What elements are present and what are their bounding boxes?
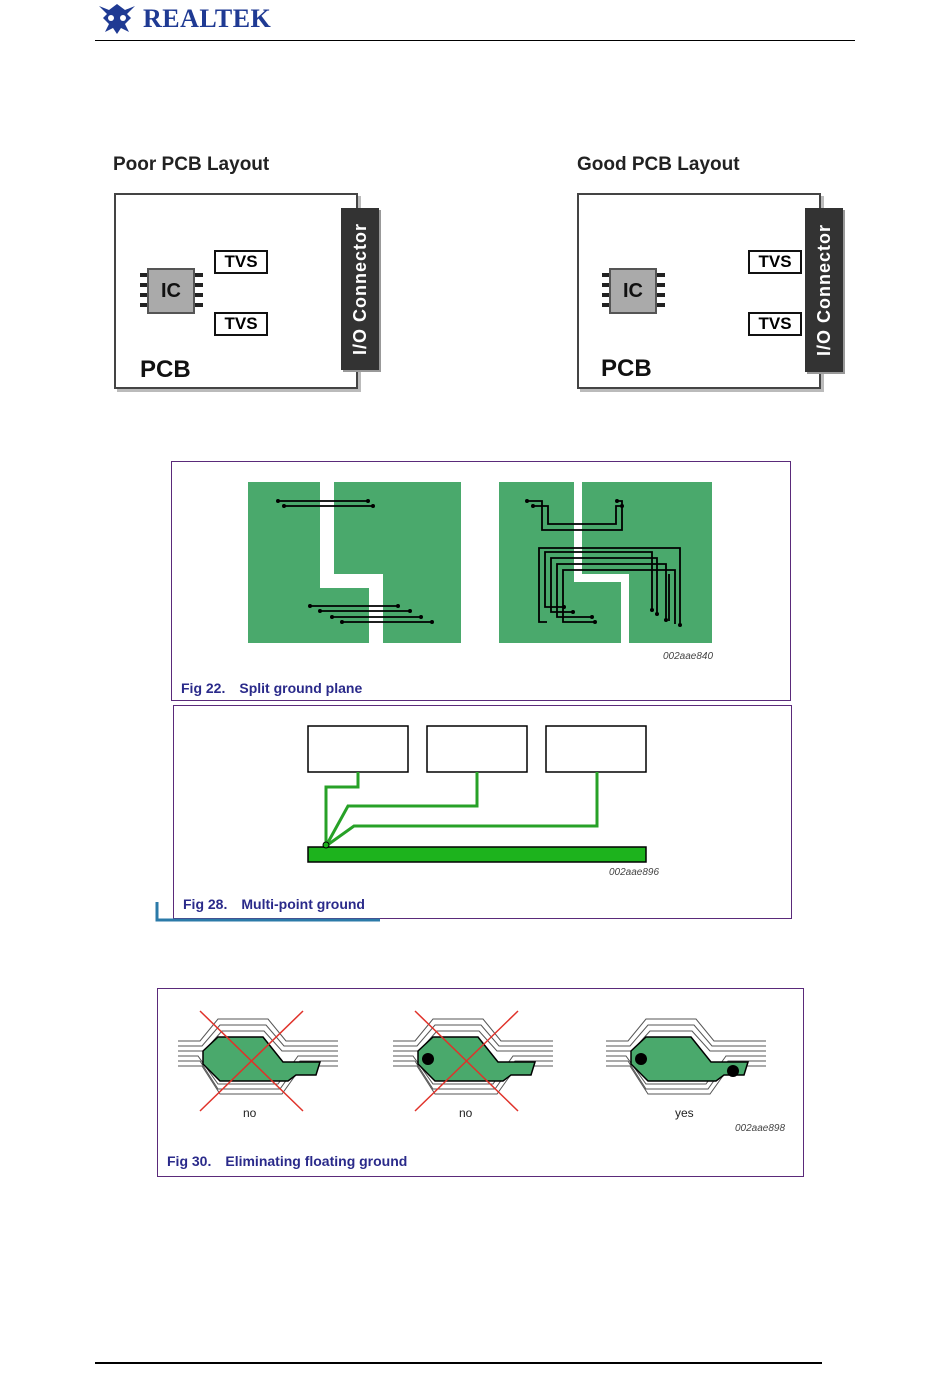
fig28-underline-accent [155, 900, 385, 925]
brand-name: REALTEK [143, 4, 271, 34]
poor-ic-label: IC [147, 268, 195, 314]
good-layout-title: Good PCB Layout [577, 154, 740, 176]
poor-layout-title: Poor PCB Layout [113, 154, 269, 176]
fig22-number: Fig 22. [181, 680, 225, 696]
good-ic-label: IC [609, 268, 657, 314]
fig30-case-no-2 [393, 1011, 553, 1111]
fig30-label-1: no [243, 1106, 256, 1120]
split-ground-plane-diagram [172, 462, 790, 662]
fig22-title: Split ground plane [239, 680, 362, 696]
good-tvs-bottom: TVS [748, 312, 802, 336]
fig22-frame: 002aae840 Fig 22. Split ground plane [171, 461, 791, 701]
fig28-frame: 002aae896 Fig 28.Multi-point ground [173, 705, 792, 919]
header-rule [95, 40, 855, 41]
good-io-connector-label: I/O Connector [814, 218, 835, 362]
fig30-code: 002aae898 [735, 1123, 785, 1134]
poor-io-connector: I/O Connector [341, 208, 379, 370]
poor-io-connector-label: I/O Connector [350, 218, 371, 360]
good-io-connector: I/O Connector [805, 208, 843, 372]
multi-point-ground-diagram [174, 706, 791, 876]
fig30-title: Eliminating floating ground [225, 1153, 407, 1169]
realtek-logo-icon [95, 2, 141, 38]
fig30-label-3: yes [675, 1106, 694, 1120]
footer-rule [95, 1362, 822, 1364]
fig22-caption: Fig 22. Split ground plane [181, 680, 362, 696]
fig22-code: 002aae840 [663, 651, 713, 662]
poor-tvs-top: TVS [214, 250, 268, 274]
fig30-frame: no no yes 002aae898 Fig 30. Eliminating f… [157, 988, 804, 1177]
fig30-number: Fig 30. [167, 1153, 211, 1169]
fig30-caption: Fig 30. Eliminating floating ground [167, 1153, 407, 1169]
good-tvs-top: TVS [748, 250, 802, 274]
poor-pcb-label: PCB [140, 356, 191, 384]
poor-tvs-bottom: TVS [214, 312, 268, 336]
fig30-case-yes [606, 1019, 766, 1094]
fig28-code: 002aae896 [609, 867, 659, 878]
fig30-label-2: no [459, 1106, 472, 1120]
fig30-case-no-1 [178, 1011, 338, 1111]
good-pcb-label: PCB [601, 355, 652, 383]
